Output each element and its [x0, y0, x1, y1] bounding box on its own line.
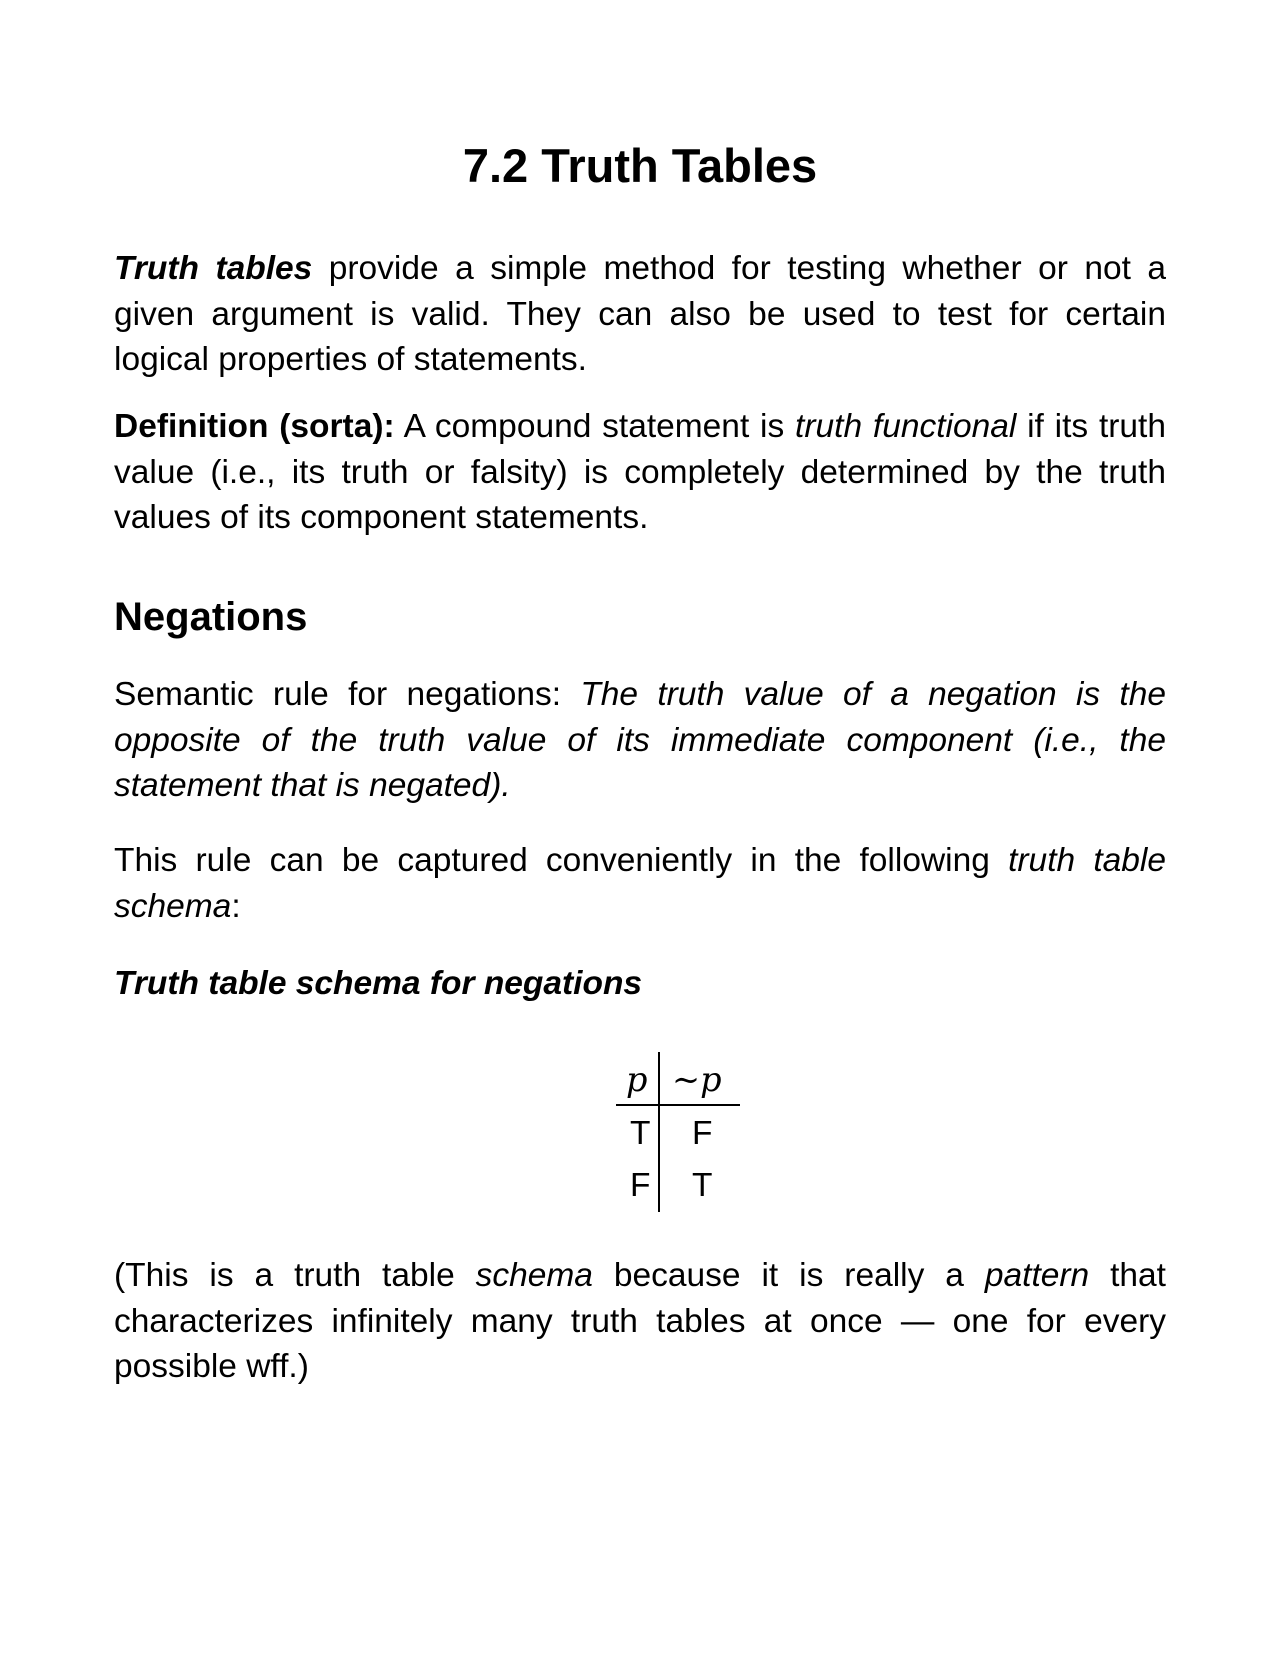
- intro-text: provide a simple method for testing whet…: [114, 250, 1166, 378]
- capture-text-after: :: [231, 887, 241, 925]
- row1-p: T: [630, 1115, 651, 1152]
- note-part2: because it is really a: [592, 1257, 985, 1294]
- row2-not-p: T: [692, 1167, 713, 1204]
- row1-not-p: F: [692, 1115, 713, 1152]
- row2-p: F: [630, 1167, 651, 1204]
- note-italic-pattern: pattern: [984, 1257, 1090, 1294]
- note-part3: that characterizes infinitely many truth…: [114, 1257, 1166, 1385]
- semantic-rule-paragraph: Semantic rule for negations: The truth v…: [114, 672, 1166, 809]
- semantic-rule-prefix: Semantic rule for negations:: [114, 676, 581, 713]
- note-italic-schema: schema: [475, 1257, 593, 1294]
- definition-term: truth functional: [795, 408, 1017, 445]
- table-vertical-rule: [658, 1052, 660, 1212]
- definition-text-after: if its truth value (i.e., its truth or f…: [114, 408, 1166, 536]
- capture-text-before: This rule can be captured conveniently i…: [114, 842, 1009, 879]
- capture-paragraph: This rule can be captured conveniently i…: [114, 838, 1166, 929]
- header-p: p: [626, 1060, 648, 1099]
- page-title: 7.2 Truth Tables: [462, 139, 818, 192]
- definition-paragraph: Definition (sorta): A compound statement…: [114, 404, 1166, 541]
- capture-term: truth table schema: [114, 842, 1166, 925]
- definition-text-before: A compound statement is: [394, 408, 796, 445]
- schema-note-paragraph: (This is a truth table schema because it…: [114, 1253, 1166, 1390]
- note-part1: (This is a truth table: [114, 1257, 476, 1294]
- schema-heading: Truth table schema for negations: [114, 965, 643, 1002]
- section-heading-negations: Negations: [114, 595, 308, 639]
- definition-label: Definition (sorta):: [114, 408, 395, 445]
- header-not-p: ∼p: [672, 1060, 722, 1099]
- table-horizontal-rule: [616, 1104, 740, 1106]
- intro-paragraph: Truth tables provide a simple method for…: [114, 246, 1166, 383]
- semantic-rule-text: The truth value of a negation is the opp…: [114, 676, 1167, 804]
- negation-truth-table: p ∼p T F F T: [576, 1052, 816, 1212]
- intro-lead-term: Truth tables: [114, 250, 313, 287]
